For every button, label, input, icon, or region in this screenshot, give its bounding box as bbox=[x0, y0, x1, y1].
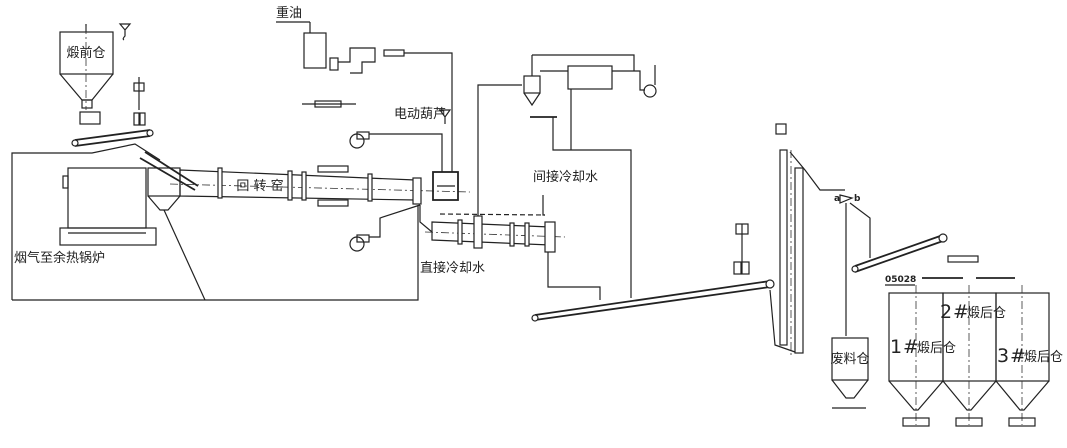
silo-1-name: 煅后仓 bbox=[917, 340, 956, 356]
waste-bin: 废料仓 bbox=[830, 337, 870, 409]
rotary-kiln: 回 转 窑 bbox=[169, 165, 471, 207]
silo-3-hash: # bbox=[1010, 345, 1026, 367]
inclined-belt-conveyor bbox=[531, 279, 775, 322]
silo-3-number: 3 bbox=[997, 345, 1009, 367]
rotary-cooler: 直接冷却水 间接冷却水 bbox=[419, 169, 601, 300]
bucket-elevator bbox=[769, 123, 845, 355]
distributor-label-a: a bbox=[834, 194, 840, 204]
kiln-inlet-chamber bbox=[139, 151, 206, 301]
silo-1-number: 1 bbox=[890, 336, 902, 358]
boundary-line bbox=[11, 143, 161, 300]
electric-hoist-label: 电动葫芦 bbox=[394, 107, 446, 122]
motor-icon bbox=[733, 223, 750, 275]
rotary-kiln-label: 回 转 窑 bbox=[236, 178, 283, 194]
silo-1-hash: # bbox=[903, 336, 919, 358]
burner-hood bbox=[432, 171, 459, 201]
dust-collection-system bbox=[477, 54, 657, 298]
motor-icon bbox=[133, 77, 146, 126]
pre-calcining-bin-label: 煅前仓 bbox=[66, 45, 105, 61]
boundary-line-bottom bbox=[12, 205, 419, 301]
secondary-air-fan bbox=[349, 204, 421, 252]
feed-conveyor bbox=[71, 129, 154, 147]
distributor-label-b: b bbox=[854, 194, 861, 204]
silo-1-label: 1 # 煅后仓 bbox=[890, 336, 956, 358]
silo-2-label: 2 # 煅后仓 bbox=[940, 301, 1006, 323]
waste-bin-label: 废料仓 bbox=[830, 351, 869, 367]
tag-05028: 05028 bbox=[885, 275, 916, 285]
primary-air-fan bbox=[349, 131, 443, 172]
silo-2-name: 煅后仓 bbox=[967, 305, 1006, 321]
electric-hoist-hook-icon bbox=[438, 109, 452, 124]
waste-heat-boiler: 烟气至余热锅炉 bbox=[14, 167, 157, 266]
silo-feed-conveyor: 05028 bbox=[851, 233, 1015, 286]
heavy-oil-system: 重油 bbox=[276, 5, 453, 172]
direct-cooling-water-label: 直接冷却水 bbox=[420, 260, 485, 276]
silo-2-number: 2 bbox=[940, 301, 952, 323]
calcined-silos: 1 # 煅后仓 2 # 煅后仓 3 # 煅后仓 bbox=[888, 285, 1063, 427]
indirect-cooling-water-label: 间接冷却水 bbox=[533, 169, 598, 185]
silo-3-label: 3 # 煅后仓 bbox=[997, 345, 1063, 367]
silo-3-name: 煅后仓 bbox=[1024, 349, 1063, 365]
two-way-distributor: a b bbox=[834, 194, 871, 336]
flue-gas-label: 烟气至余热锅炉 bbox=[14, 250, 105, 266]
hoist-hook-icon bbox=[118, 23, 132, 41]
silo-2-hash: # bbox=[953, 301, 969, 323]
heavy-oil-label: 重油 bbox=[276, 5, 302, 21]
pre-calcining-bin: 煅前仓 bbox=[59, 24, 114, 125]
